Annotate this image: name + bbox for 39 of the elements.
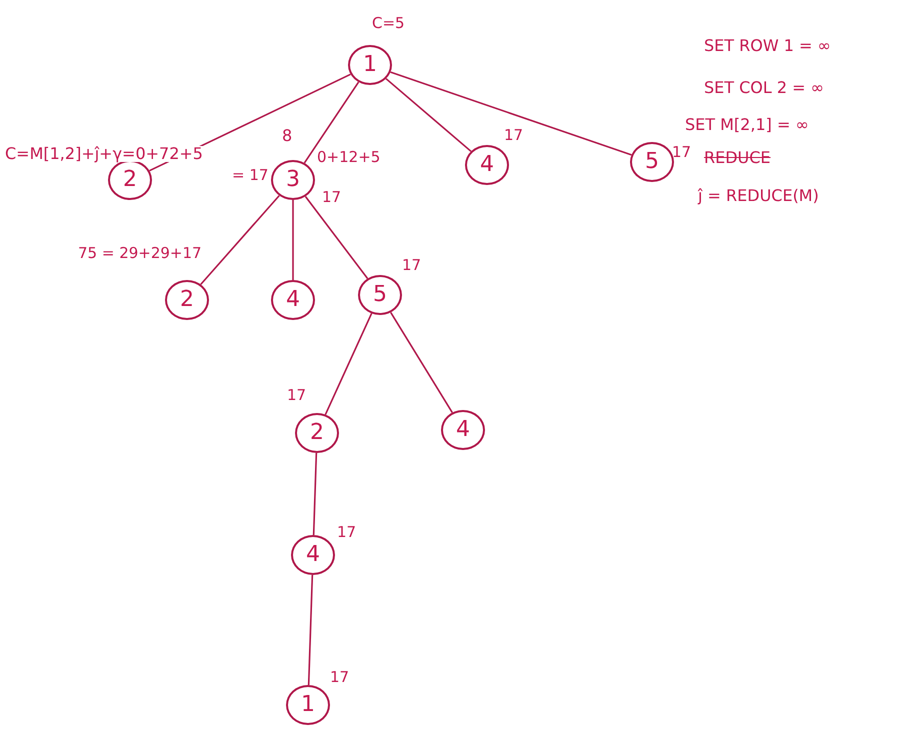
tree-edge (200, 195, 280, 285)
node-annotation: 17 (672, 145, 692, 160)
node-annotation: C=5 (372, 16, 405, 31)
node-annotation: 17 (337, 525, 356, 540)
tree-node-circle: 4 (465, 145, 509, 185)
tree-edge (386, 78, 472, 152)
tree-node-circle: 2 (295, 413, 339, 453)
node-annotation: 17 (402, 258, 422, 273)
node-annotation: 17 (287, 388, 306, 403)
tree-node-circle: 2 (165, 280, 209, 320)
tree-edge (304, 82, 360, 164)
tree-node-circle: 4 (271, 280, 315, 320)
tree-node-circle: 3 (271, 160, 315, 200)
node-annotation: 17 (504, 128, 524, 143)
tree-edge (312, 452, 318, 536)
cost-annotation: 8 (282, 128, 292, 144)
node-annotation: 17 (322, 190, 342, 205)
cost-annotation: 75 = 29+29+17 (78, 246, 202, 261)
tree-node-circle: 5 (630, 142, 674, 182)
algorithm-note: SET COL 2 = ∞ (704, 80, 824, 96)
tree-node-circle: 1 (348, 45, 392, 85)
tree-edge (390, 71, 632, 156)
tree-edge (308, 574, 314, 686)
tree-node-circle: 4 (441, 410, 485, 450)
node-annotation: 17 (330, 670, 350, 685)
algorithm-note: SET M[2,1] = ∞ (685, 117, 809, 133)
algorithm-note: REDUCE (704, 150, 771, 166)
tree-node-circle: 1 (286, 685, 330, 725)
node-annotation: 0+12+5 (317, 150, 380, 165)
cost-annotation: C=M[1,2]+ĵ+γ=0+72+5 (5, 146, 203, 162)
tree-edge (304, 196, 368, 279)
tree-edge (390, 312, 453, 413)
tree-node-circle: 5 (358, 275, 402, 315)
algorithm-note: SET ROW 1 = ∞ (704, 38, 831, 54)
algorithm-note: ĵ = REDUCE(M) (698, 188, 819, 204)
tree-edge (324, 313, 372, 415)
tree-node-circle: 4 (291, 535, 335, 575)
tree-edge (292, 200, 294, 280)
cost-annotation: = 17 (232, 168, 268, 183)
